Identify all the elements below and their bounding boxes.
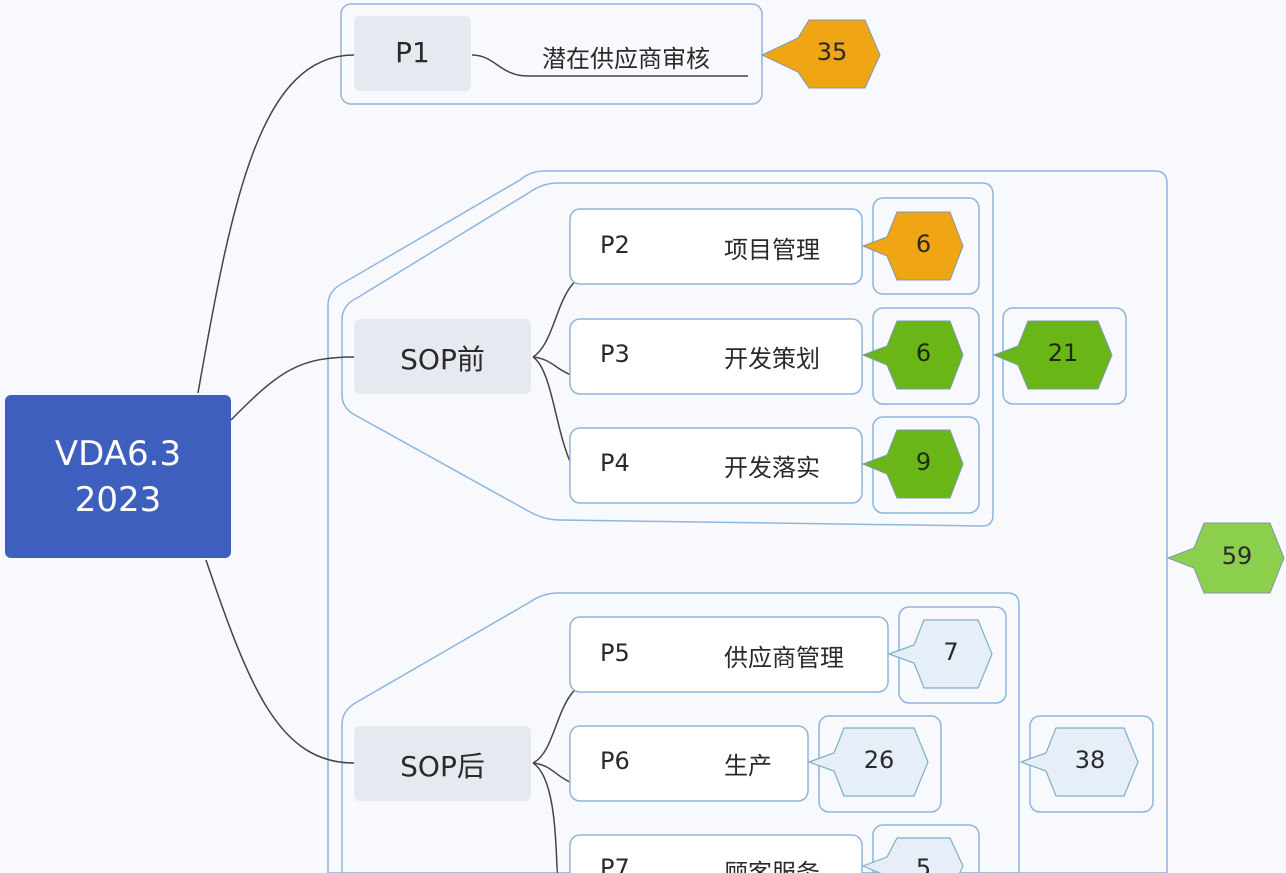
p2-count: 6 <box>915 230 932 258</box>
callout-sop-after-total <box>1019 727 1139 797</box>
topic-p7-label: 顾客服务 <box>724 859 820 873</box>
topic-p3-label: 开发策划 <box>724 345 820 373</box>
p5-count: 7 <box>943 638 959 666</box>
p4-count: 9 <box>915 448 932 476</box>
grand-total: 59 <box>1221 542 1253 570</box>
topic-p4-box <box>569 427 863 504</box>
topic-p4-code: P4 <box>600 449 630 477</box>
callout-p4-count <box>861 429 964 499</box>
p7-count: 5 <box>915 854 932 873</box>
topic-sop-before-box <box>354 319 531 394</box>
connector-sop-after-p7 <box>532 762 559 873</box>
topic-sop-after-label: SOP后 <box>400 750 485 783</box>
boundary-sop-before <box>341 182 994 527</box>
callout-p5-count <box>887 619 993 689</box>
topic-p3-box <box>569 318 863 395</box>
boundary-p7-count <box>872 824 980 873</box>
topic-p6-label: 生产 <box>724 752 772 780</box>
p6-count: 26 <box>863 746 895 774</box>
topic-p1-code: P1 <box>395 36 430 69</box>
p3-count: 6 <box>915 339 932 367</box>
topic-p2-label: 项目管理 <box>724 236 820 264</box>
sop-after-total: 38 <box>1074 746 1106 774</box>
topic-sop-after-box <box>354 726 531 801</box>
topic-p4-label: 开发落实 <box>724 454 820 482</box>
callout-sop-before-total <box>992 320 1113 390</box>
connector-root-p1 <box>197 54 355 394</box>
root-topic: VDA6.3 2023 <box>5 395 231 558</box>
topic-p7-box <box>569 834 863 873</box>
p1-count: 35 <box>816 38 848 66</box>
boundary-p1 <box>340 3 763 105</box>
topic-p5-label: 供应商管理 <box>724 644 844 672</box>
connector-p1-label <box>471 54 748 77</box>
root-topic-box <box>5 395 231 558</box>
connector-root-sop-after <box>205 559 355 764</box>
sop-before-total: 21 <box>1047 339 1079 367</box>
topic-p1-box <box>354 16 471 91</box>
topic-p1-label: 潜在供应商审核 <box>542 45 710 73</box>
callout-grand-total <box>1166 522 1285 594</box>
callout-p3-count <box>861 320 964 390</box>
callout-p7-count <box>861 837 964 873</box>
topic-sop-before-label: SOP前 <box>400 343 485 376</box>
topic-p3-code: P3 <box>600 340 630 368</box>
boundary-sop-after <box>341 592 1020 873</box>
callout-p1-count <box>760 19 881 89</box>
topic-p6-box <box>569 725 809 802</box>
root-title-line1: VDA6.3 <box>54 433 182 474</box>
topic-p5-box <box>569 616 889 693</box>
connector-root-sop-before <box>230 356 355 421</box>
callout-p2-count <box>861 211 964 281</box>
boundary-outer <box>327 170 1168 873</box>
topic-p7-code: P7 <box>600 854 630 873</box>
topic-p5-code: P5 <box>600 639 630 667</box>
callout-p6-count <box>807 727 929 797</box>
topic-p2-code: P2 <box>600 231 630 259</box>
root-title-line2: 2023 <box>74 479 162 520</box>
topic-p6-code: P6 <box>600 747 630 775</box>
topic-p2-box <box>569 208 863 285</box>
